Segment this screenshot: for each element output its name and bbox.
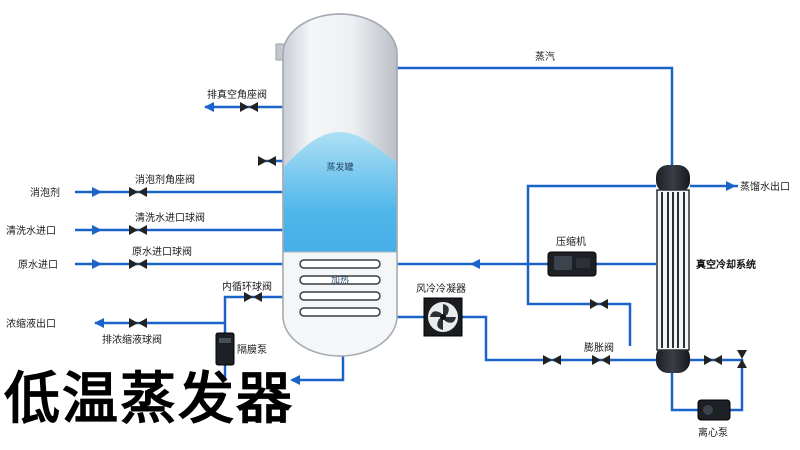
label-raw-inlet: 原水进口: [18, 259, 58, 271]
valve-stub[interactable]: [258, 156, 276, 166]
pump-return-pipe: [670, 372, 698, 412]
valve-raw[interactable]: [129, 259, 147, 269]
label-exhaust-valve: 排真空角座阀: [207, 88, 267, 101]
valve-circulation[interactable]: [244, 292, 262, 302]
arrow-defoamer: [92, 187, 102, 197]
label-expansion-valve: 膨胀阀: [584, 341, 614, 354]
valve-vacuum-1[interactable]: [704, 355, 722, 365]
arrow-outlet: [290, 375, 300, 385]
evaporator-tank: 蒸发罐 加热: [275, 13, 398, 357]
valve-vacuum-2[interactable]: [737, 350, 747, 368]
diaphragm-pump[interactable]: [215, 332, 235, 366]
valve-expansion-1[interactable]: [543, 355, 561, 365]
label-concentrate-valve: 排浓缩液球阀: [102, 333, 162, 346]
valve-exhaust[interactable]: [240, 102, 258, 112]
label-circulation-valve: 内循环球阀: [222, 280, 272, 293]
arrow-cleaning: [92, 225, 102, 235]
label-cleaning-valve: 清洗水进口球阀: [135, 211, 205, 224]
arrow-concentrate: [94, 318, 104, 328]
flow-arrows: [92, 102, 736, 385]
label-concentrate-outlet: 浓缩液出口: [6, 317, 56, 330]
valve-expansion-2[interactable]: [592, 355, 610, 365]
valve-defoamer[interactable]: [129, 187, 147, 197]
heater-label: 加热: [331, 274, 349, 286]
valve-bypass[interactable]: [590, 299, 608, 309]
valves: [129, 102, 747, 368]
pipe-network: [75, 66, 744, 412]
page-title: 低温蒸发器: [4, 367, 294, 432]
label-air-condenser: 风冷冷凝器: [416, 282, 466, 295]
steam-pipe: [397, 66, 674, 165]
centrifugal-pump[interactable]: [697, 399, 731, 421]
evaporator-label: 蒸发罐: [326, 161, 353, 173]
arrow-raw: [92, 259, 102, 269]
compressor-supply-pipe: [526, 184, 656, 264]
bottom-outlet-pipe: [292, 356, 345, 382]
vacuum-cooling-exchanger[interactable]: [656, 165, 690, 373]
labels: 蒸汽 排真空角座阀 消泡剂 消泡剂角座阀 清洗水进口 清洗水进口球阀 原水进口 …: [6, 50, 790, 439]
arrow-distillate: [726, 181, 736, 191]
label-centrifugal-pump: 离心泵: [698, 426, 728, 439]
circulation-pipe: [223, 295, 283, 346]
label-diaphragm-pump: 隔膜泵: [237, 344, 267, 356]
label-compressor: 压缩机: [556, 235, 586, 248]
label-steam: 蒸汽: [535, 50, 555, 63]
label-raw-valve: 原水进口球阀: [132, 245, 192, 258]
air-condenser-fan[interactable]: [423, 297, 463, 337]
label-distillate-outlet: 蒸馏水出口: [740, 180, 790, 193]
label-vacuum-cooling: 真空冷却系统: [696, 258, 756, 271]
label-cleaning-inlet: 清洗水进口: [6, 224, 56, 237]
label-defoamer-valve: 消泡剂角座阀: [135, 173, 195, 186]
heating-coils: [299, 259, 381, 317]
arrow-exhaust: [204, 102, 214, 112]
valve-cleaning[interactable]: [129, 225, 147, 235]
bypass-pipe: [526, 264, 632, 346]
label-defoamer: 消泡剂: [30, 186, 60, 199]
valve-concentrate[interactable]: [129, 318, 147, 328]
compressor[interactable]: [547, 251, 597, 277]
arrow-heater-return: [470, 259, 480, 269]
